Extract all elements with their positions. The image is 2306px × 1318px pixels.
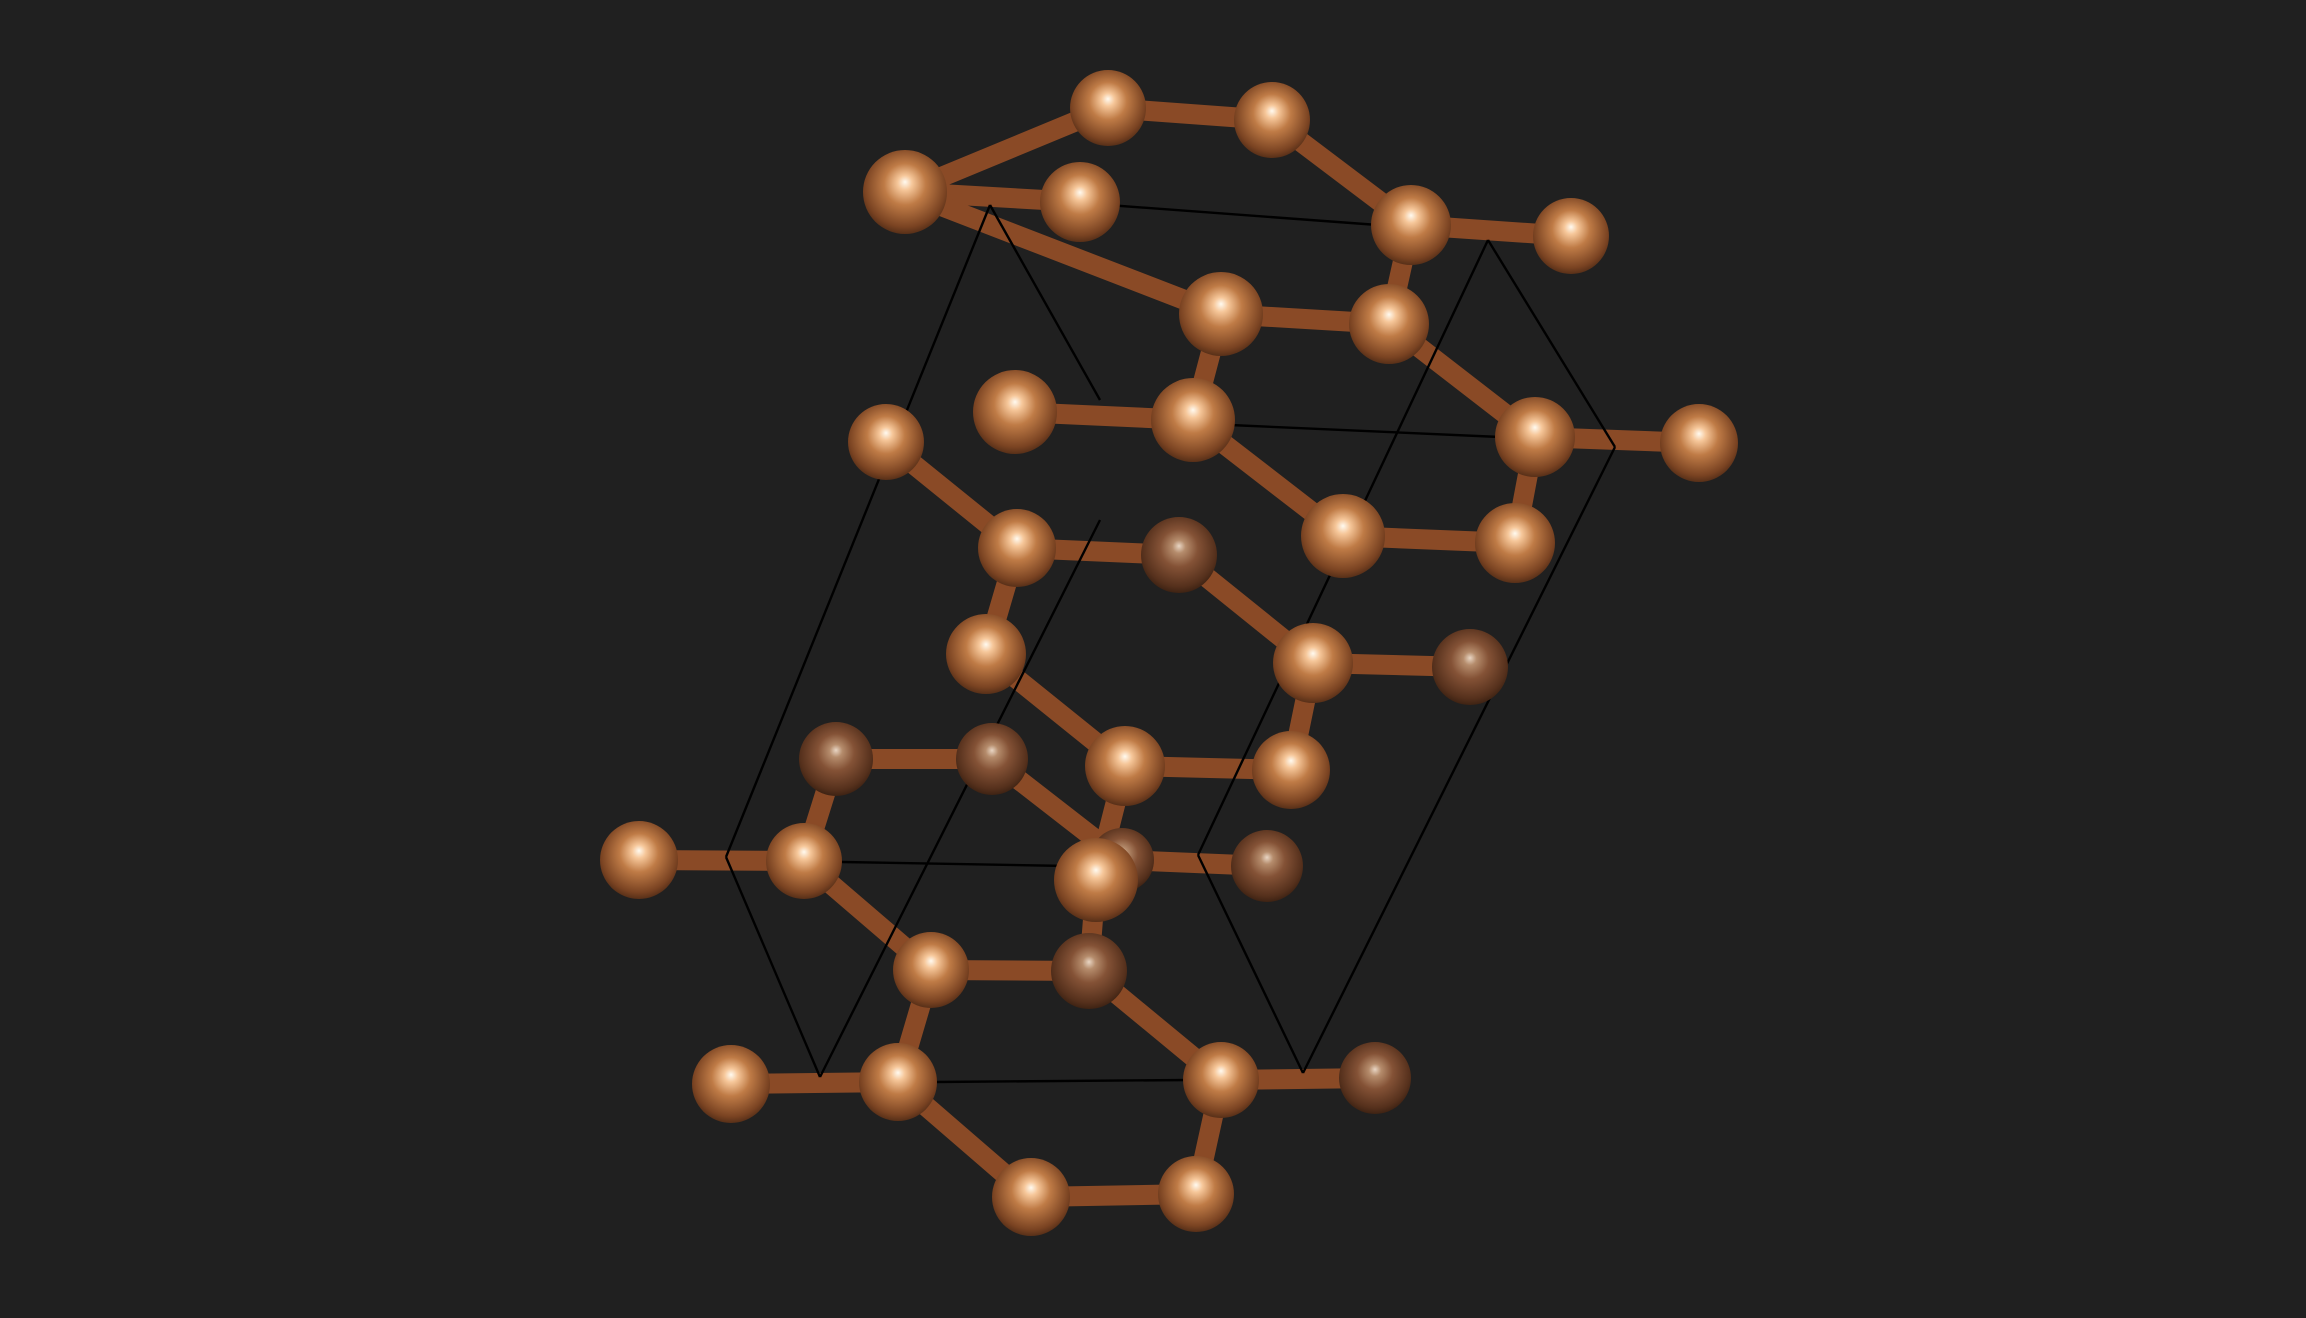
- atom-1[interactable]: [1070, 70, 1146, 146]
- bond-5: [895, 182, 1231, 324]
- atom-25[interactable]: [600, 821, 678, 899]
- atom-14[interactable]: [978, 509, 1056, 587]
- atom-7[interactable]: [1179, 272, 1263, 356]
- atom-6[interactable]: [1533, 198, 1609, 274]
- atom-8[interactable]: [1349, 284, 1429, 364]
- atom-15[interactable]: [1141, 517, 1217, 593]
- atom-2[interactable]: [1234, 82, 1310, 158]
- atom-28[interactable]: [1231, 830, 1303, 902]
- atom-4[interactable]: [1040, 162, 1120, 242]
- cell-edge-5: [988, 204, 1102, 401]
- atom-24[interactable]: [956, 723, 1028, 795]
- atom-35[interactable]: [1339, 1042, 1411, 1114]
- cell-edge-1: [724, 204, 992, 858]
- atom-29[interactable]: [1054, 838, 1138, 922]
- atom-30[interactable]: [893, 932, 969, 1008]
- cell-edge-9: [1107, 203, 1379, 227]
- atom-33[interactable]: [859, 1043, 937, 1121]
- atom-3[interactable]: [863, 150, 947, 234]
- atom-18[interactable]: [946, 614, 1026, 694]
- atom-26[interactable]: [766, 823, 842, 899]
- atom-22[interactable]: [1252, 731, 1330, 809]
- cell-edge-10: [1229, 423, 1501, 439]
- cell-edge-4: [1301, 446, 1617, 1074]
- atom-13[interactable]: [848, 404, 924, 480]
- cell-edge-7: [724, 856, 822, 1078]
- atom-36[interactable]: [992, 1158, 1070, 1236]
- atom-16[interactable]: [1301, 494, 1385, 578]
- atom-9[interactable]: [973, 370, 1057, 454]
- cell-edge-8: [1196, 854, 1305, 1074]
- cell-edge-11: [841, 860, 1069, 868]
- atom-37[interactable]: [1158, 1156, 1234, 1232]
- atom-31[interactable]: [1051, 933, 1127, 1009]
- atom-12[interactable]: [1660, 404, 1738, 482]
- cell-edge-12: [934, 1078, 1191, 1084]
- atom-32[interactable]: [692, 1045, 770, 1123]
- atom-20[interactable]: [1432, 629, 1508, 705]
- unit-cell-edges: [724, 203, 1617, 1084]
- atom-11[interactable]: [1495, 397, 1575, 477]
- atom-23[interactable]: [799, 722, 873, 796]
- atom-21[interactable]: [1085, 726, 1165, 806]
- atom-17[interactable]: [1475, 503, 1555, 583]
- atom-layer: [600, 70, 1738, 1236]
- cell-edge-3: [818, 519, 1102, 1078]
- atom-10[interactable]: [1151, 378, 1235, 462]
- atom-5[interactable]: [1371, 185, 1451, 265]
- bond-layer: [629, 98, 1709, 1207]
- atom-34[interactable]: [1183, 1042, 1259, 1118]
- cell-edge-6: [1486, 239, 1617, 448]
- atom-19[interactable]: [1273, 623, 1353, 703]
